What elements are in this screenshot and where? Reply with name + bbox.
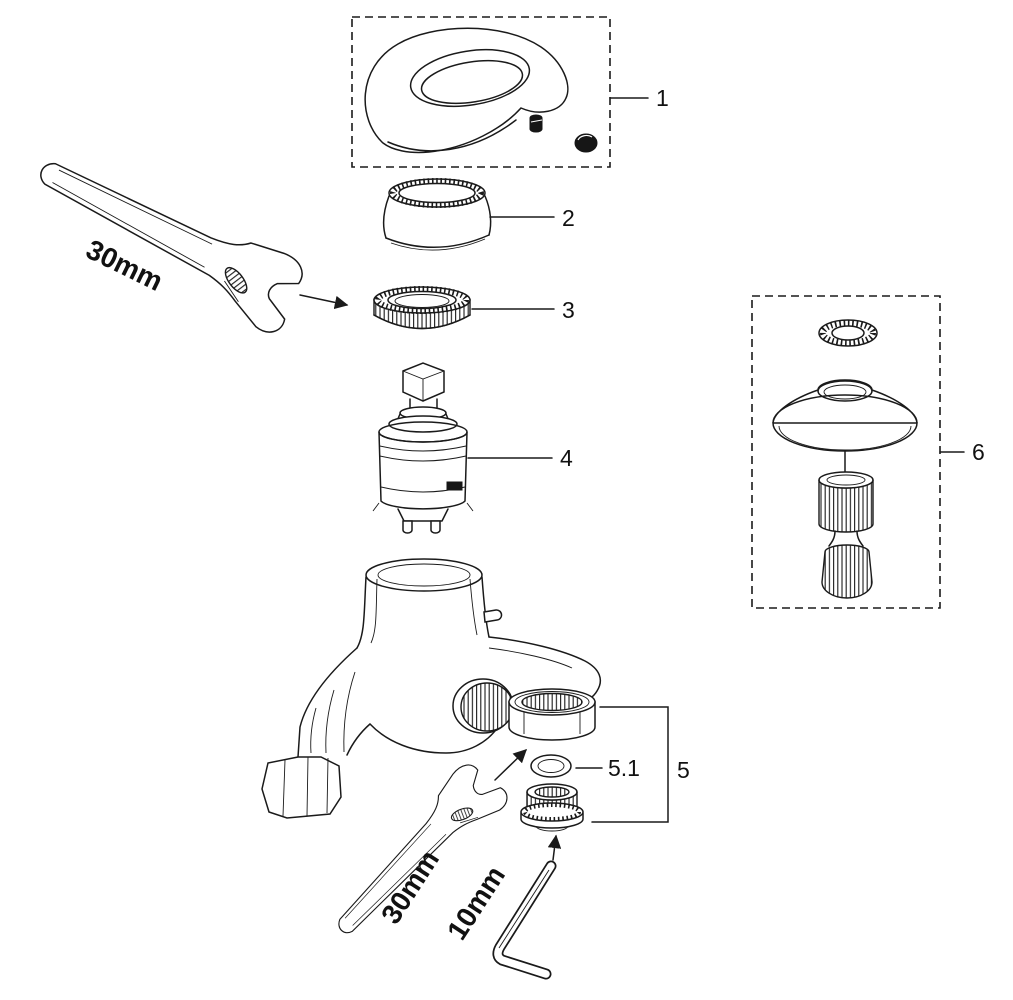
faucet-body [261, 558, 601, 819]
body-foot [261, 756, 342, 819]
body-outlet-thread [460, 682, 514, 732]
rosette-rim-inner [778, 425, 912, 451]
o-ring-part [530, 754, 572, 778]
connector-thread-upper [818, 471, 874, 533]
body-neck-left [356, 576, 367, 649]
callout-4-label: 4 [560, 445, 573, 471]
callout-5-label: 5 [677, 757, 690, 783]
body-foot-facets [282, 756, 329, 817]
connector-neck [828, 530, 864, 547]
callout-3-label: 3 [562, 297, 575, 323]
body-neck-top [365, 558, 483, 592]
callout-1-label: 1 [656, 85, 669, 111]
bracket-5 [591, 706, 669, 823]
escutcheon-rosette [772, 379, 918, 475]
mnut-flange-knurl [523, 803, 581, 821]
handle-outline [364, 27, 569, 154]
cartridge-mark [446, 481, 463, 491]
callout-6-label: 6 [972, 439, 985, 465]
rosette-hole-inner [823, 384, 867, 400]
ring-bottom-edge [373, 314, 471, 330]
handle-hole-inner [420, 59, 524, 105]
lower-thread-nipple [821, 544, 873, 599]
part-1-dashed-box [351, 16, 611, 168]
cartridge-stem-cube [402, 362, 445, 402]
cartridge-peg-left [402, 520, 413, 534]
body-neck-opening [377, 563, 471, 587]
ering-inner [831, 325, 865, 341]
o-ring-inner [537, 759, 565, 773]
ring-opening-inner [394, 294, 450, 308]
cartridge-collar-large [388, 415, 458, 433]
ring-knurl [375, 286, 469, 314]
wrench-bottom-arrow [494, 749, 527, 781]
mnut-flange-side [520, 812, 584, 829]
plug-highlight [577, 134, 593, 141]
callout-2-label: 2 [562, 205, 575, 231]
body-neck-right [481, 576, 490, 638]
hex-key-size-label: 10mm [441, 861, 511, 946]
rosette-rim [772, 422, 918, 452]
cartridge-body [378, 431, 468, 510]
ering-knurl [820, 320, 876, 346]
mnut-bottom-arc [535, 825, 569, 832]
cap-knurl-ring [390, 178, 484, 208]
wrench-top-arrow [299, 294, 349, 310]
body-neck-left-inner [370, 578, 378, 644]
mnut-opening [534, 786, 570, 798]
cap-left-side [382, 195, 390, 239]
ring-nut-part [373, 286, 471, 330]
escutcheon-ring [818, 319, 878, 347]
screw-body [529, 114, 543, 133]
body-left-slope [297, 647, 358, 758]
adjustable-wrench-top [22, 135, 314, 339]
union-nut-part [508, 688, 596, 741]
nut-top-chamfer [514, 691, 590, 713]
handle-screw [529, 114, 543, 133]
cap-bottom-outer [385, 234, 490, 249]
body-neck-right-inner [469, 578, 478, 636]
callout-5-1-label: 5.1 [608, 755, 640, 781]
rosette-dome [772, 379, 918, 424]
cartridge-part [372, 362, 474, 534]
cartridge-body-top [378, 421, 468, 443]
hex-key-tool [492, 860, 557, 980]
body-spout-inner-line [488, 647, 573, 669]
dome-cap-part [382, 178, 492, 251]
handle-hole-outer [409, 48, 531, 108]
upper-thread-top [818, 471, 874, 489]
cartridge-peg-right [430, 520, 441, 534]
cartridge-side-tabs [372, 502, 474, 512]
screw-slot [530, 119, 543, 123]
cartridge-base [397, 508, 449, 522]
plug-body [574, 133, 598, 153]
o-ring-outer [530, 754, 572, 778]
rosette-hole-outer [817, 380, 873, 402]
hex-key-facet-line [498, 869, 550, 949]
body-shading-lines [310, 671, 356, 754]
handle-plug [574, 133, 598, 153]
nut-thread-opening [521, 692, 583, 712]
cap-right-side [484, 195, 492, 236]
connector-thread-lower [821, 530, 873, 599]
hex-key-arrow [547, 834, 562, 861]
handle-skirt-line [387, 119, 517, 152]
handle-lever [364, 27, 569, 154]
body-side-knob [483, 609, 503, 623]
mounting-nut-part [520, 783, 584, 832]
cartridge-stem-edges [402, 370, 445, 401]
nut-hex-facets [523, 712, 581, 734]
cap-top-inner [398, 182, 476, 204]
body-bottom-outline [346, 722, 499, 756]
upper-thread-opening [826, 474, 866, 486]
cap-bottom-inner [390, 238, 486, 251]
